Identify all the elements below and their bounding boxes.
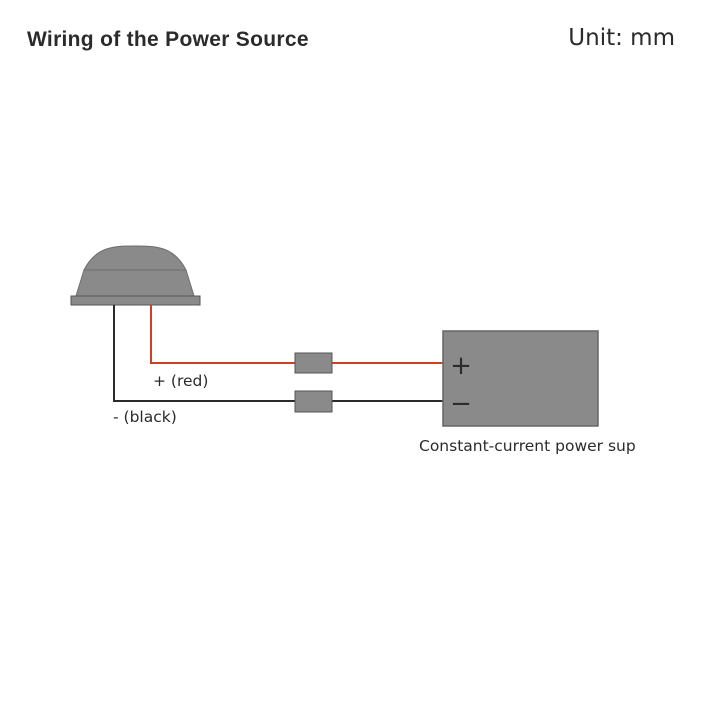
page-title: Wiring of the Power Source bbox=[27, 28, 309, 51]
wire-positive-label: + (red) bbox=[153, 372, 208, 390]
terminal-negative-label: − bbox=[450, 389, 472, 419]
wire-positive-red bbox=[150, 305, 443, 364]
connector-positive bbox=[294, 352, 333, 374]
connector-negative bbox=[294, 390, 333, 413]
dome-light-body bbox=[75, 269, 195, 297]
power-supply-box bbox=[442, 330, 599, 427]
dome-light-dome bbox=[83, 245, 187, 271]
wire-negative-label: - (black) bbox=[113, 408, 177, 426]
wire-negative-black bbox=[113, 305, 443, 402]
power-supply-label: Constant-current power sup bbox=[419, 437, 636, 455]
dome-light-base bbox=[70, 295, 201, 306]
dome-light-icon bbox=[70, 245, 201, 306]
terminal-positive-label: + bbox=[450, 351, 472, 381]
unit-label: Unit: mm bbox=[568, 25, 675, 51]
